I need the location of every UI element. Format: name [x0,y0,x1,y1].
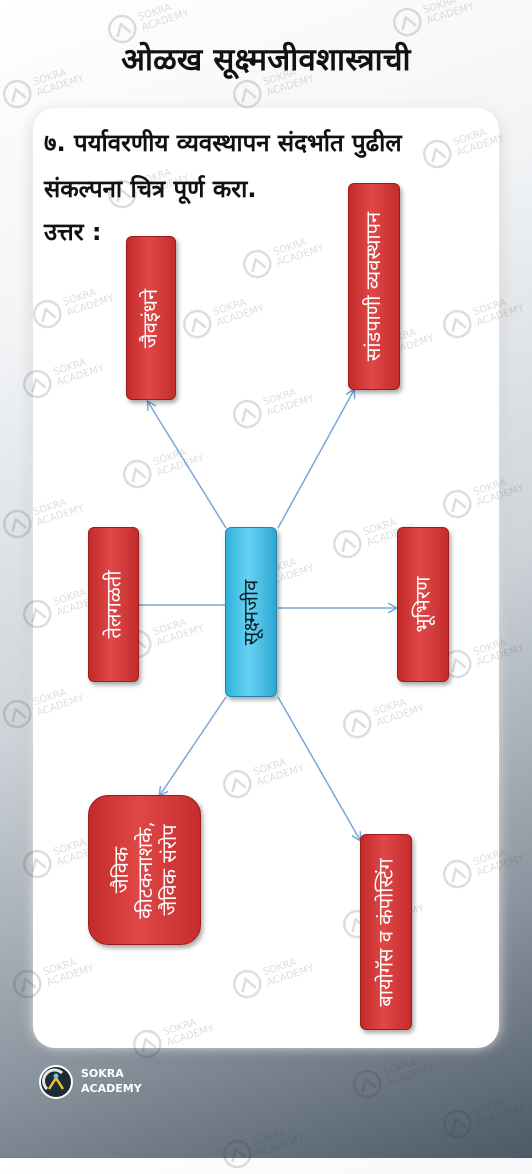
answer-label: उत्तर : [44,218,102,246]
node-sewage-management: सांडपाणी व्यवस्थापन [348,183,400,390]
question-line-1: ७. पर्यावरणीय व्यवस्थापन संदर्भात पुढील [44,129,402,157]
logo-line-1: SOKRA [81,1067,124,1081]
node-bio-pesticides: जैविक कीटकनाशके, जैविक संरोप [88,795,201,945]
node-microorganisms-label: सूक्ष्मजीव [238,579,263,645]
node-land-filling-label: भूभिरण [410,576,435,633]
node-bio-pesticides-line-3: जैविक संरोप [156,824,181,916]
node-biogas-composting: बायोगॅस व कंपोस्टिंग [360,834,412,1030]
node-oil-spill: तेलगळती [88,527,139,682]
question-line-2: संकल्पना चित्र पूर्ण करा. [44,175,257,203]
node-biofuels-label: जैवइंधने [138,288,163,348]
sokra-logo-icon [39,1065,73,1099]
node-bio-pesticides-line-2: कीटकनाशके, [132,821,157,919]
node-sewage-management-label: सांडपाणी व्यवस्थापन [361,211,386,362]
sokra-logo: SOKRA ACADEMY [38,1064,142,1100]
node-biofuels: जैवइंधने [126,236,176,400]
node-land-filling: भूभिरण [397,527,449,682]
arrow-to-bottom-right [277,696,360,840]
arrow-to-top-left [148,402,227,529]
node-biogas-composting-label: बायोगॅस व कंपोस्टिंग [373,857,398,1007]
node-oil-spill-label: तेलगळती [101,570,125,639]
node-bio-pesticides-line-1: जैविक [108,846,133,894]
page-title: ओळख सूक्ष्मजीवशास्त्राची [121,42,411,78]
node-bio-pesticides-label: जैविक कीटकनाशके, जैविक संरोप [108,821,180,919]
logo-line-2: ACADEMY [81,1082,142,1095]
node-microorganisms: सूक्ष्मजीव [225,527,277,697]
arrow-to-bottom-left [160,696,227,795]
arrow-to-top-right [277,390,354,529]
